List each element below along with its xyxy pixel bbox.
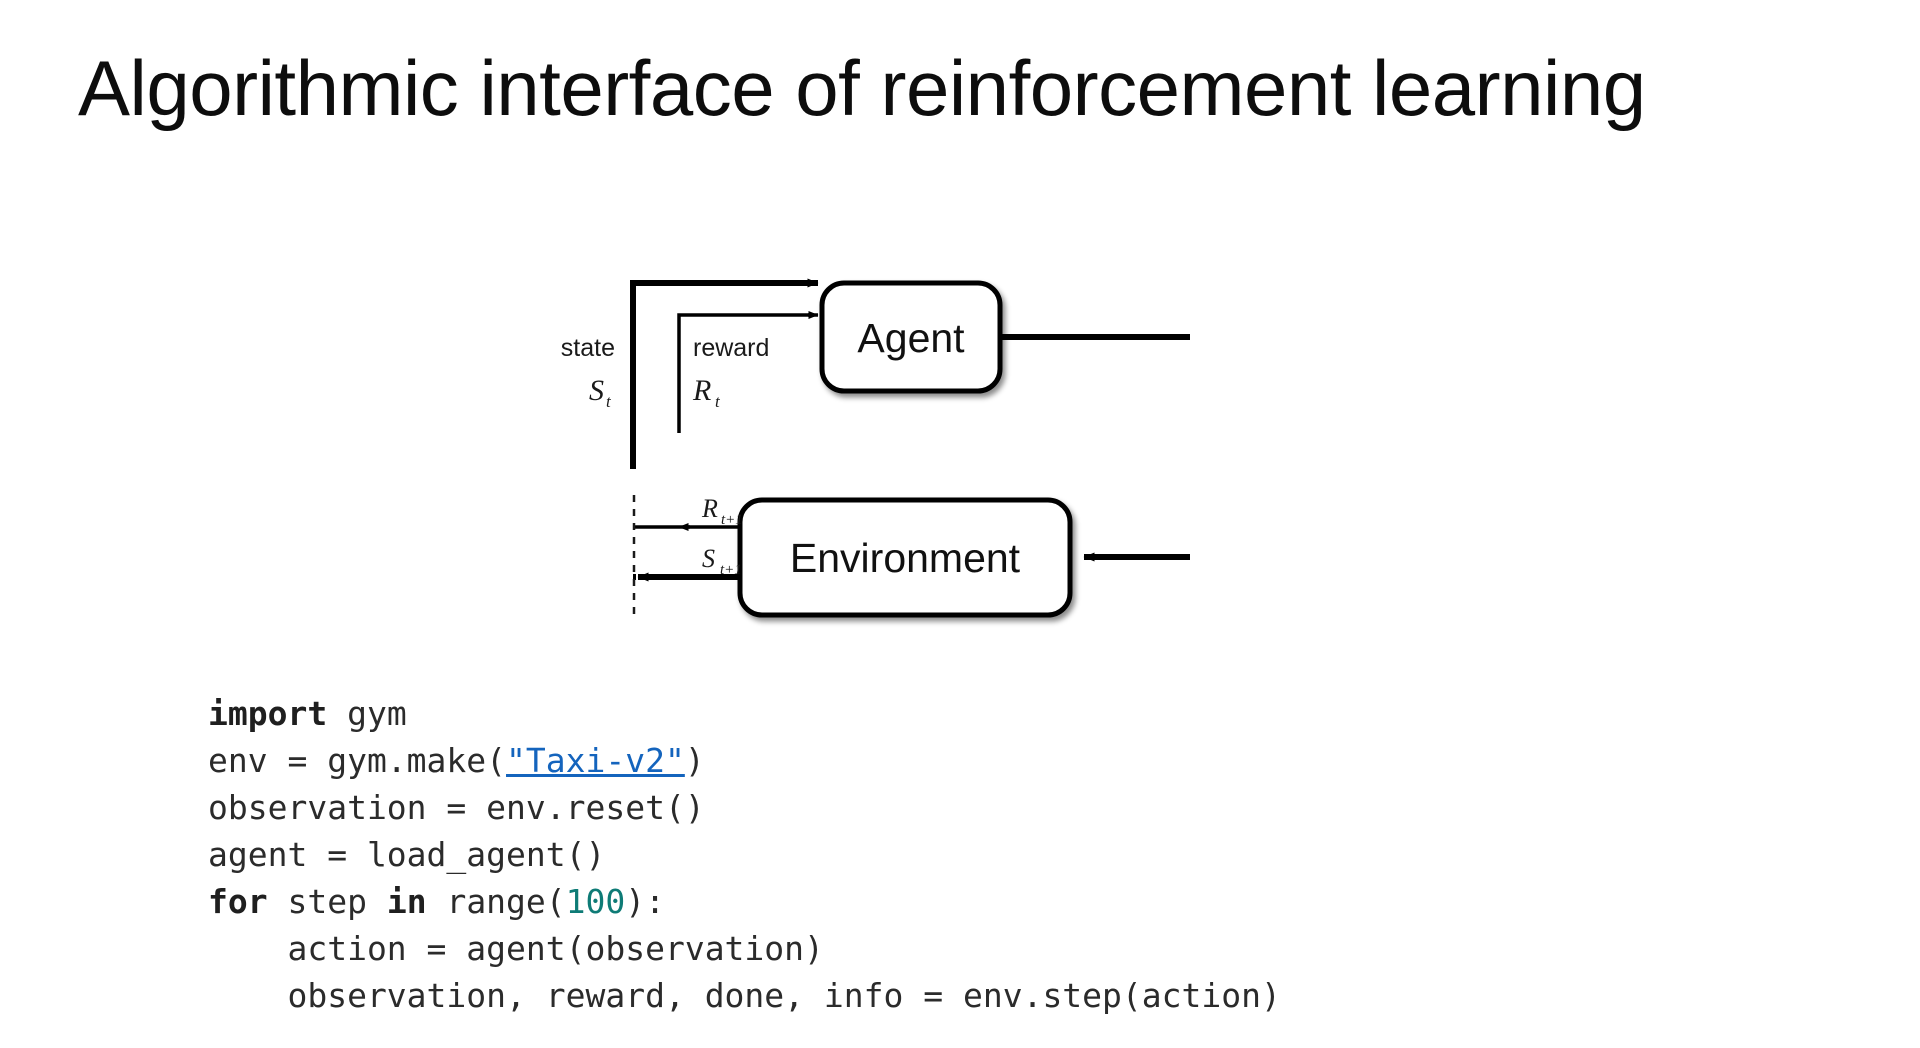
agent-box: Agent	[819, 280, 1003, 394]
code-line: import gym	[208, 690, 1281, 737]
next-state-symbol: S	[702, 544, 715, 573]
state-label: state	[561, 334, 615, 362]
code-token: in	[386, 882, 427, 921]
reward-arrow-path	[677, 311, 819, 433]
code-token: action = agent(observation)	[208, 929, 824, 968]
code-line: for step in range(100):	[208, 878, 1281, 925]
code-line: observation, reward, done, info = env.st…	[208, 972, 1281, 1019]
action-arrow-path	[1000, 334, 1190, 562]
page-title: Algorithmic interface of reinforcement l…	[78, 44, 1646, 132]
next-state-subscript: t+1	[720, 562, 742, 578]
next-reward-symbol: R	[701, 494, 718, 523]
rl-loop-diagram: Agent Environment state S	[390, 225, 1190, 645]
state-symbol: S	[589, 374, 604, 407]
code-token: observation, reward, done, info = env.st…	[208, 976, 1281, 1015]
reward-symbol: R	[692, 374, 711, 407]
code-token: observation = env.reset()	[208, 788, 705, 827]
code-token: step	[267, 882, 387, 921]
code-token: import	[208, 694, 328, 733]
code-token: range(	[426, 882, 566, 921]
code-token: agent = load_agent()	[208, 835, 606, 874]
state-arrow-path	[630, 278, 819, 469]
code-token: env = gym.make(	[208, 741, 507, 780]
code-line: env = gym.make("Taxi-v2")	[208, 737, 1281, 784]
reward-symbol-subscript: t	[715, 392, 721, 411]
code-link-taxi-v2[interactable]: "Taxi-v2"	[506, 741, 685, 780]
reward-label-group: reward R t	[692, 334, 769, 411]
code-line: action = agent(observation)	[208, 925, 1281, 972]
next-state-label-group: S t+1	[702, 544, 742, 578]
environment-box-label: Environment	[790, 535, 1021, 581]
code-token: )	[684, 741, 705, 780]
code-token: ):	[625, 882, 666, 921]
code-token: 100	[565, 882, 626, 921]
code-token: for	[208, 882, 268, 921]
code-line: observation = env.reset()	[208, 784, 1281, 831]
agent-box-label: Agent	[857, 315, 965, 361]
state-label-group: state S t	[561, 334, 615, 411]
environment-box: Environment	[737, 497, 1073, 618]
reward-label: reward	[693, 334, 769, 362]
state-symbol-subscript: t	[606, 392, 612, 411]
next-reward-subscript: t+1	[721, 512, 743, 528]
code-token: gym	[327, 694, 407, 733]
code-line: agent = load_agent()	[208, 831, 1281, 878]
next-reward-label-group: R t+1	[701, 494, 743, 528]
